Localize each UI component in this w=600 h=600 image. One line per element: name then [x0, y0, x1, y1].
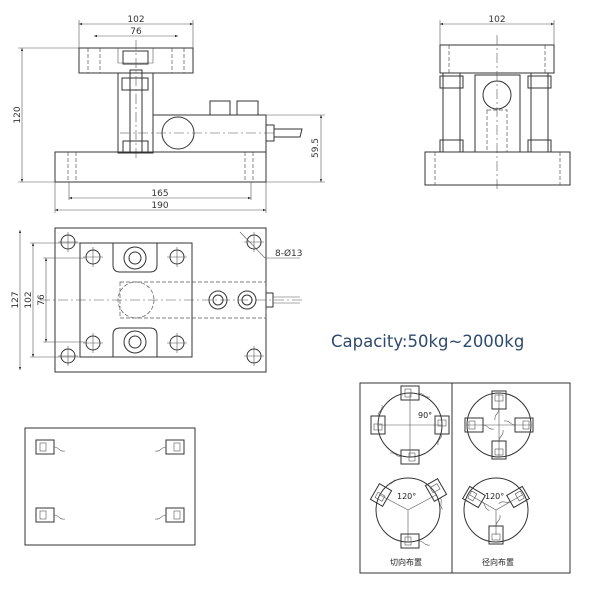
nut [122, 50, 149, 65]
dim-102-top: 102 [24, 291, 34, 308]
side-dim-102: 102 [488, 15, 505, 25]
top-view: 8-Ø13 127 102 76 [11, 227, 305, 373]
dim-127: 127 [11, 291, 21, 308]
dim-59-5: 59.5 [311, 138, 321, 158]
tangential-label: 切向布置 [390, 557, 422, 567]
radial-label: 径向布置 [482, 557, 514, 567]
hole-callout: 8-Ø13 [275, 248, 303, 259]
angle-120-label-radial: 120° [485, 492, 504, 501]
dim-165: 165 [151, 189, 168, 199]
dim-76-top: 76 [37, 294, 47, 306]
cable [274, 128, 303, 138]
angle-120-label: 120° [397, 492, 416, 501]
dim-76: 76 [130, 27, 142, 37]
dim-102: 102 [127, 15, 144, 25]
front-view: 102 76 120 59.5 165 190 [13, 15, 325, 213]
arrangement-panel: 90° 120° 120° 切向布置 径向布置 [359, 382, 571, 574]
dim-120: 120 [13, 106, 23, 123]
side-view: 102 [424, 15, 571, 190]
cable-gland [265, 124, 275, 142]
capacity-text: Capacity:50kg~2000kg [331, 332, 524, 351]
angle-90-label: 90° [418, 411, 432, 420]
base-plate [54, 151, 267, 183]
dim-190: 190 [151, 201, 168, 211]
four-sensor-layout [24, 427, 196, 546]
